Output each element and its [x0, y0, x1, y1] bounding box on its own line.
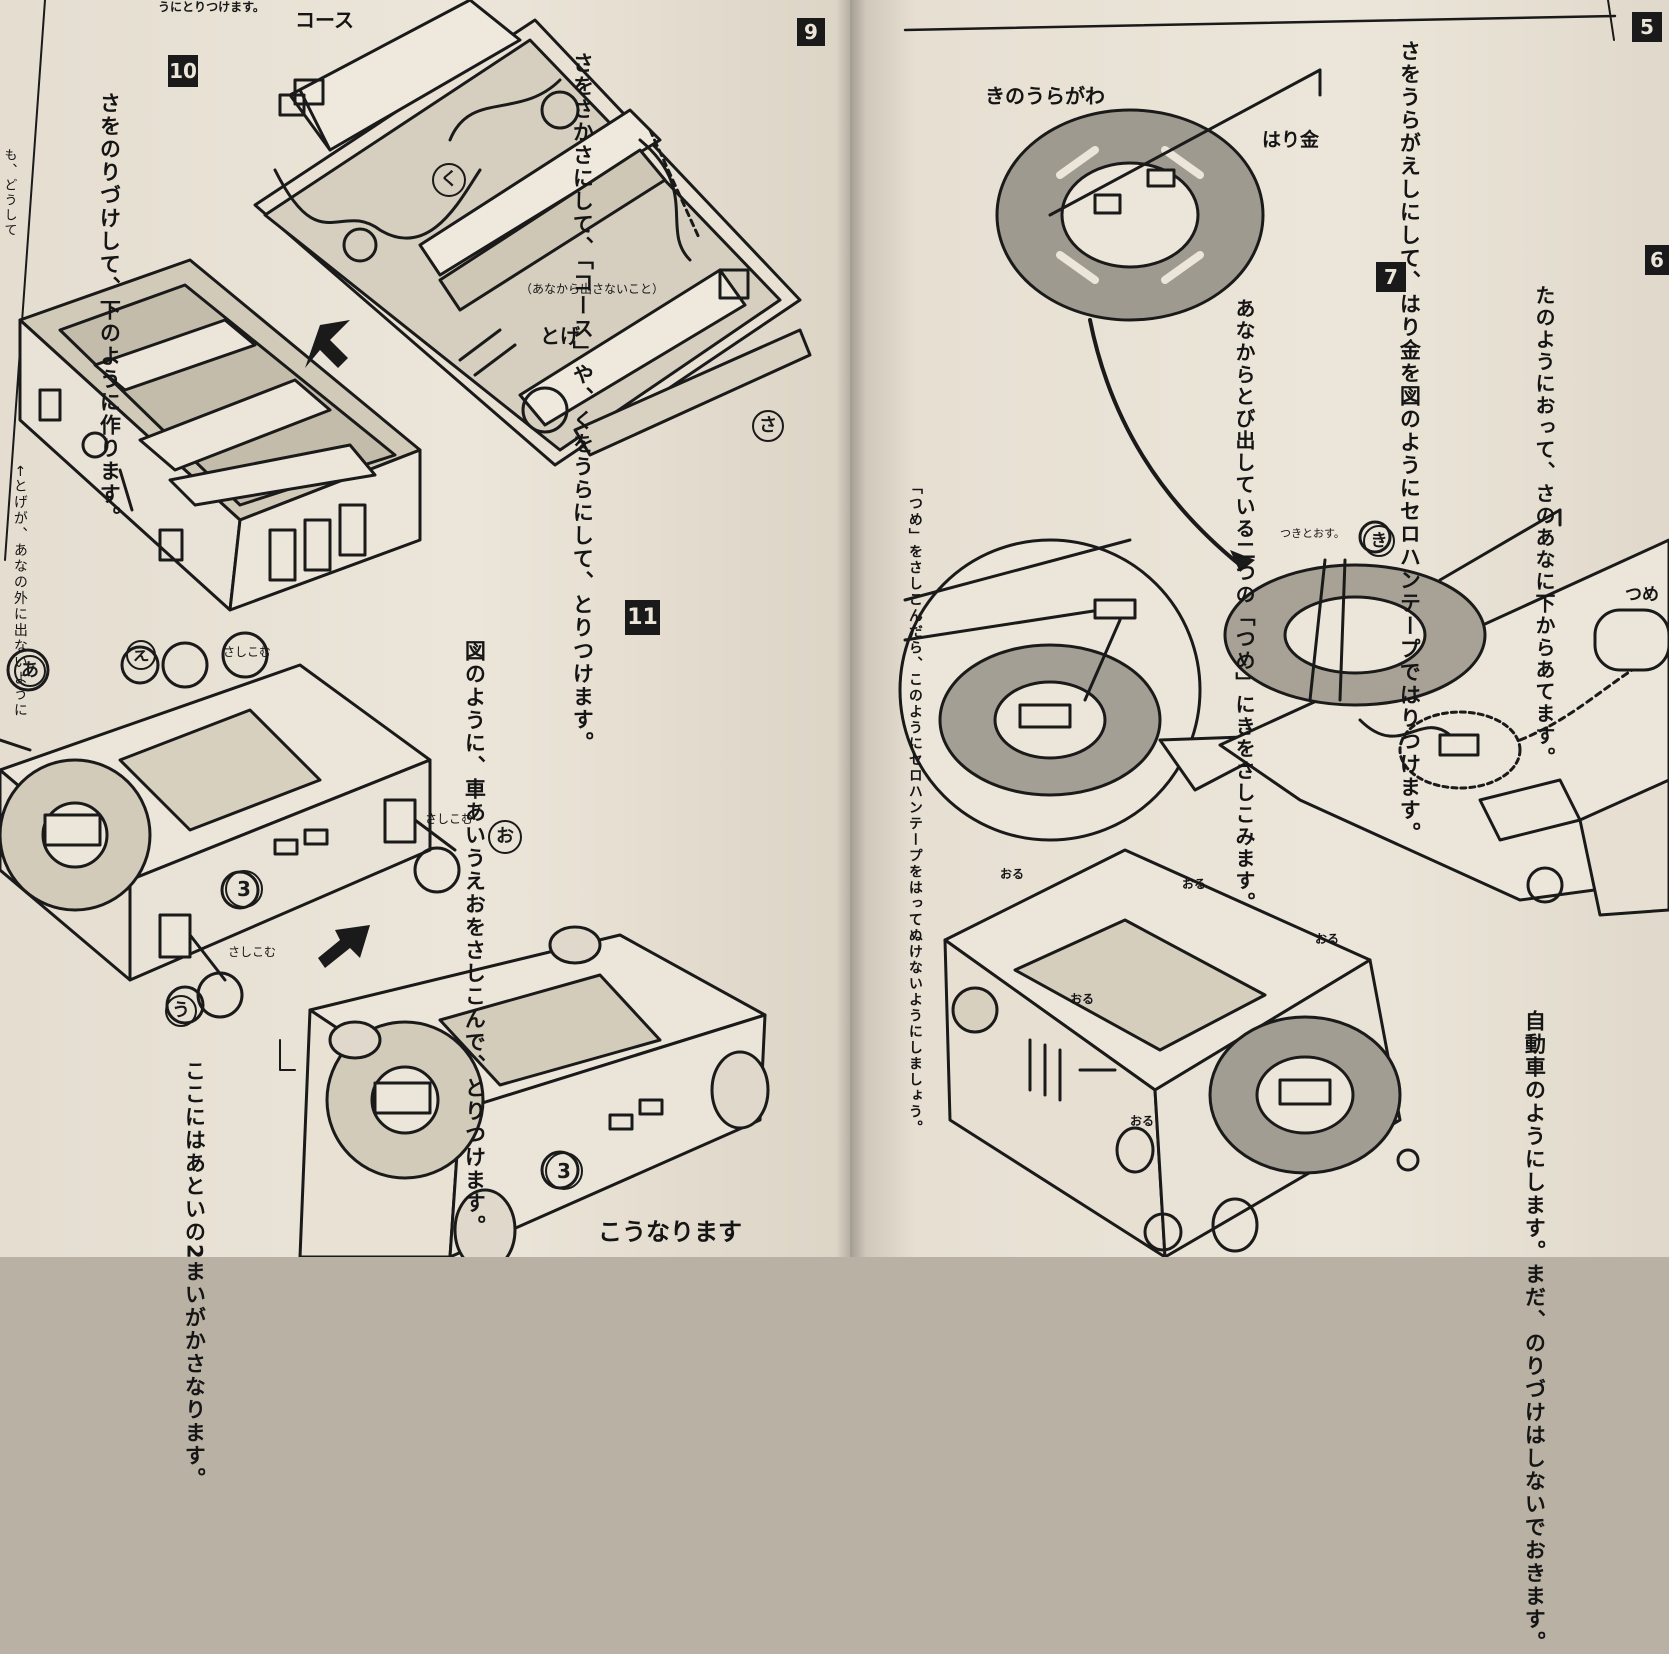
- tsume-tape-note: 「つめ」をさしこんだら、このようにセロハンテープをはってぬけないようにしましょう…: [905, 480, 924, 1136]
- marker-sa-left: さ: [752, 410, 784, 442]
- step-7-badge: 7: [1376, 262, 1406, 292]
- course-tray-drawing: [253, 0, 812, 467]
- step-10-text: さをのりづけして、下のように作ります。: [95, 92, 123, 529]
- bottom-right-text: 自動車のようにします。まだ、のりづけはしないでおきます。: [1522, 1010, 1547, 1654]
- toge-label: とげ: [540, 324, 580, 348]
- book-gutter: [836, 0, 866, 1257]
- disc-assembly-drawing: [1218, 508, 1669, 917]
- step-6-badge: 6: [1645, 245, 1669, 275]
- ki-marker: き: [1363, 525, 1395, 557]
- illustrations: [0, 0, 1669, 1257]
- left-edge-text: も、どうして: [1, 148, 17, 238]
- step-9-badge: 9: [797, 18, 825, 46]
- box-drawing: [18, 258, 422, 612]
- step-11-badge: 11: [625, 600, 660, 635]
- sashikomu-label-bottom: さしこむ: [228, 945, 277, 959]
- car-parts-drawing: [0, 631, 461, 1025]
- step-6-text: たのようにおって、さのあなに下からあてます。: [1530, 285, 1557, 769]
- body-number-top: 3: [225, 870, 263, 908]
- wire-label: はり金: [1262, 129, 1320, 151]
- step-11-text: 図のように、車あいうえおをさしこんで、とりつけます。: [460, 640, 488, 1238]
- ki-back-label: きのうらがわ: [985, 84, 1105, 108]
- step-5-badge: 5: [1632, 12, 1662, 42]
- bottom-result-text: こうなります: [598, 1218, 742, 1246]
- body-number-bottom: 3: [545, 1152, 583, 1190]
- oru-label-1: おる: [1000, 867, 1025, 881]
- step-10-badge: 10: [168, 55, 198, 87]
- oru-label-4: おる: [1070, 992, 1095, 1006]
- car-finished-drawing: [279, 925, 770, 1257]
- part-e-label: え: [126, 640, 156, 670]
- step-7-text: あなからとび出している二つの「つめ」にきをさしこみます。: [1230, 298, 1257, 914]
- top-cut-text: うにとりつけます。: [158, 0, 265, 14]
- oru-label-2: おる: [1182, 877, 1207, 891]
- toge-arrow-note: ←とげが、あなの外に出ないように: [11, 465, 28, 719]
- car-right-drawing: [943, 848, 1420, 1257]
- marker-ku: く: [432, 163, 466, 197]
- disc-back-drawing: [995, 68, 1322, 322]
- overlap-note: ここにはあといの2まいがかさなります。: [182, 1060, 207, 1491]
- part-o-label: お: [488, 820, 522, 854]
- step-9-text: さをさかさにして、「コース」や、くをうらにして、とりつけます。: [568, 52, 596, 755]
- part-u-label: う: [165, 995, 197, 1027]
- oru-label-5: おる: [1130, 1114, 1155, 1128]
- oru-label-3: おる: [1315, 932, 1340, 946]
- step-5-text: さをうらがえしにして、はり金を図のようにセロハンテープではりつけます。: [1395, 40, 1423, 845]
- part-a-label: あ: [14, 655, 46, 687]
- sashikomu-label-top: さしこむ: [223, 645, 272, 659]
- toge-note: （あなから出さないこと）: [520, 282, 665, 296]
- course-label: コース: [295, 8, 354, 32]
- tsukitoosu-label: つきとおす。: [1280, 527, 1345, 540]
- sashikomu-label-right: さしこむ: [425, 812, 474, 826]
- tsume-label: つめ: [1625, 585, 1659, 605]
- detail-callout-drawing: [898, 538, 1302, 842]
